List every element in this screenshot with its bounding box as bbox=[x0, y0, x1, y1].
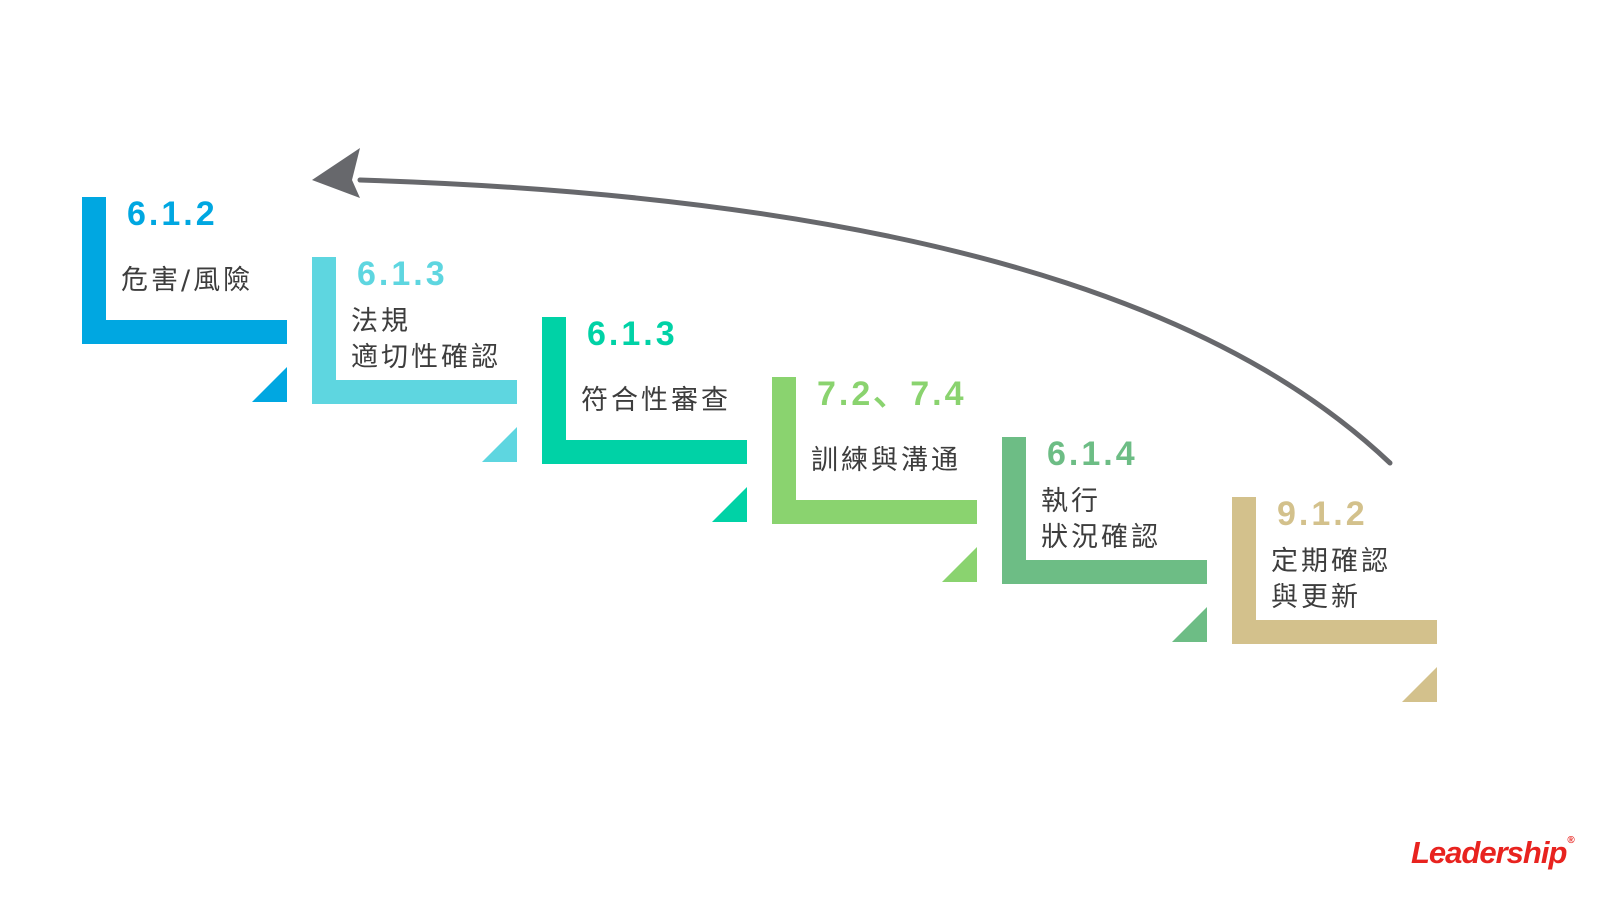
step-bar-vertical bbox=[1232, 497, 1256, 644]
step-label-line: 訓練與溝通 bbox=[811, 445, 961, 476]
step-label-line: 定期確認 bbox=[1271, 546, 1391, 577]
registered-mark: ® bbox=[1567, 835, 1574, 846]
step-label-line: 適切性確認 bbox=[351, 342, 501, 373]
step-bar-horizontal bbox=[82, 320, 287, 344]
arrowhead-icon bbox=[312, 148, 360, 198]
step-bar-vertical bbox=[772, 377, 796, 524]
step-label: 訓練與溝通 bbox=[811, 443, 961, 479]
step-corner-triangle bbox=[252, 367, 287, 402]
step-periodic-update: 9.1.2 定期確認 與更新 bbox=[1232, 497, 1442, 702]
step-label-line: 狀況確認 bbox=[1041, 522, 1161, 553]
step-hazard-risk: 6.1.2 危害/風險 bbox=[82, 197, 292, 402]
step-label-line: 危害/風險 bbox=[121, 265, 254, 296]
step-code: 6.1.2 bbox=[127, 195, 218, 233]
step-bar-horizontal bbox=[1002, 560, 1207, 584]
step-bar-horizontal bbox=[312, 380, 517, 404]
step-corner-triangle bbox=[712, 487, 747, 522]
leadership-logo: Leadership® bbox=[1411, 835, 1575, 871]
step-bar-vertical bbox=[542, 317, 566, 464]
logo-text: Leadership bbox=[1411, 835, 1567, 870]
step-bar-vertical bbox=[1002, 437, 1026, 584]
step-code: 9.1.2 bbox=[1277, 495, 1368, 533]
step-bar-horizontal bbox=[1232, 620, 1437, 644]
step-bar-vertical bbox=[82, 197, 106, 344]
step-bar-horizontal bbox=[542, 440, 747, 464]
step-code: 6.1.4 bbox=[1047, 435, 1138, 473]
step-execution-check: 6.1.4 執行 狀況確認 bbox=[1002, 437, 1212, 642]
step-label: 法規 適切性確認 bbox=[351, 304, 501, 376]
step-corner-triangle bbox=[942, 547, 977, 582]
step-corner-triangle bbox=[1402, 667, 1437, 702]
step-label: 執行 狀況確認 bbox=[1041, 484, 1161, 556]
step-label-line: 與更新 bbox=[1271, 582, 1361, 613]
step-label: 定期確認 與更新 bbox=[1271, 544, 1391, 616]
step-bar-vertical bbox=[312, 257, 336, 404]
step-label: 危害/風險 bbox=[121, 263, 253, 299]
step-label-line: 法規 bbox=[351, 306, 411, 337]
step-corner-triangle bbox=[482, 427, 517, 462]
step-bar-horizontal bbox=[772, 500, 977, 524]
step-code: 7.2、7.4 bbox=[817, 375, 967, 413]
step-compliance-review: 6.1.3 符合性審查 bbox=[542, 317, 752, 522]
return-arc bbox=[357, 177, 1393, 466]
step-label-line: 符合性審查 bbox=[581, 385, 731, 416]
step-label-line: 執行 bbox=[1041, 486, 1101, 517]
step-label: 符合性審查 bbox=[581, 383, 731, 419]
step-regulations: 6.1.3 法規 適切性確認 bbox=[312, 257, 522, 462]
step-training-communication: 7.2、7.4 訓練與溝通 bbox=[772, 377, 982, 582]
step-code: 6.1.3 bbox=[357, 255, 448, 293]
step-code: 6.1.3 bbox=[587, 315, 678, 353]
step-corner-triangle bbox=[1172, 607, 1207, 642]
